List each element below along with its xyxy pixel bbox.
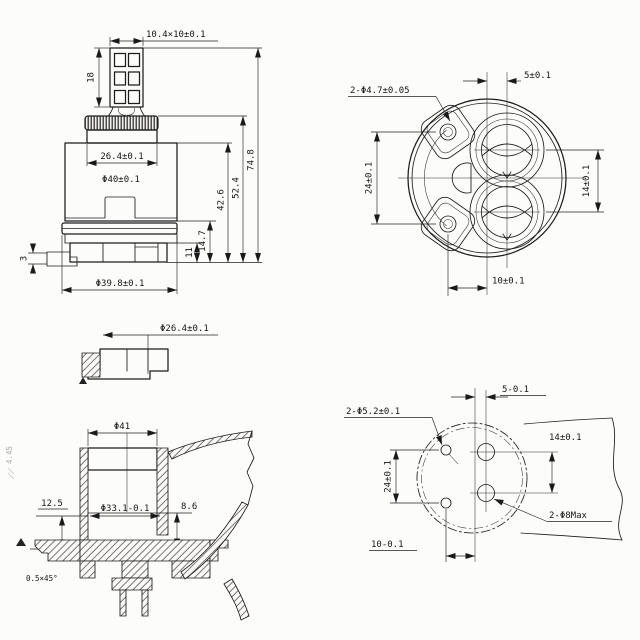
- top-view: 5±0.1 2-Φ4.7±0.05 24±0.1 14±0.1 10±0.1: [348, 71, 604, 296]
- cartridge-body: [64, 142, 178, 222]
- side-note: 4.45: [5, 446, 14, 464]
- body-wall-corner: [223, 578, 250, 621]
- section-arrow: [79, 377, 87, 384]
- dim-port-offset: 5±0.1: [524, 71, 551, 81]
- plate-edge-bottom: [520, 532, 623, 541]
- knurled-cap: [84, 115, 159, 131]
- water-port-lower: [469, 174, 545, 250]
- callout-pin-holes: 2-Φ5.2±0.1: [346, 407, 400, 417]
- screw-boss-upper: [420, 104, 476, 160]
- dim-hole-span: 14±0.1: [549, 433, 582, 443]
- stem-spline-windows: [113, 52, 141, 105]
- base-skirt: [69, 242, 168, 263]
- spigot-base: [111, 577, 153, 591]
- dim-skirt-height: 11: [185, 247, 195, 258]
- dim-seat-diameter: Φ33.1-0.1: [101, 504, 150, 514]
- pin-hole-upper: [440, 444, 452, 456]
- mating-face-outline: [416, 422, 528, 534]
- bore-wall-right: [156, 447, 169, 536]
- dim-chamfer: 0.5×45°: [26, 574, 58, 583]
- surface-mark: [7, 467, 15, 480]
- cartridge-seat-insert: [87, 447, 158, 471]
- dim-screw-hole-offset: 10±0.1: [492, 277, 525, 287]
- plate-break-line: [611, 417, 623, 541]
- water-port-upper: [469, 112, 545, 188]
- housing-foot: [34, 539, 81, 562]
- dim-hole-offset: 5-0.1: [502, 385, 529, 395]
- dim-height-total: 74.8: [247, 149, 257, 171]
- dim-foot-thickness: 3: [20, 256, 30, 261]
- water-hole-lower: [477, 484, 495, 502]
- break-line: [246, 430, 255, 506]
- dim-body-diameter: Φ40±0.1: [102, 175, 140, 185]
- callout-water-holes: 2-Φ8Max: [549, 511, 588, 521]
- callout-screw-holes: 2-Φ4.7±0.05: [350, 86, 410, 96]
- bore-wall-left: [79, 447, 89, 541]
- dim-base-height: 14.7: [198, 230, 208, 252]
- body-wall-upper: [167, 430, 253, 460]
- dim-height-body: 42.6: [217, 189, 227, 211]
- dim-seal-diameter: Φ26.4±0.1: [160, 324, 209, 334]
- dim-cap-width: 26.4±0.1: [100, 152, 143, 162]
- dim-pin-offset: 10-0.1: [371, 540, 404, 550]
- water-hole-upper: [477, 443, 495, 461]
- housing-deck: [79, 539, 211, 562]
- dim-step-height: 8.6: [181, 502, 197, 512]
- dim-depth: 12.5: [41, 499, 63, 509]
- dim-pin-span: 24±0.1: [384, 460, 394, 493]
- dim-port-span: 14±0.1: [582, 165, 592, 198]
- body-inner-step: [64, 196, 178, 219]
- dim-base-diameter: Φ39.8±0.1: [96, 279, 145, 289]
- dim-height-cap: 52.4: [232, 177, 242, 199]
- dim-stem-section: 10.4×10±0.1: [146, 30, 206, 40]
- dim-stem-height: 18: [87, 72, 97, 83]
- bottom-hole-pattern-view: 5-0.1 2-Φ5.2±0.1 24±0.1 14±0.1 2-Φ8Max 1…: [344, 385, 623, 562]
- seal-detail-view: Φ26.4±0.1: [79, 324, 218, 384]
- datum-triangle: [16, 538, 26, 546]
- spigot-leg: [141, 589, 149, 617]
- seal-flange: [81, 352, 101, 378]
- spigot-leg: [119, 589, 127, 617]
- skirt-details: [102, 242, 159, 263]
- section-view: Φ41 Φ33.1-0.1 12.5 8.6: [5, 422, 255, 621]
- base-band: [64, 233, 178, 244]
- pin-hole-lower: [440, 497, 452, 509]
- screw-boss-lower: [420, 196, 476, 252]
- dim-screw-hole-span: 24±0.1: [365, 162, 375, 195]
- plate-edge-top: [523, 417, 613, 425]
- dim-bore-diameter: Φ41: [114, 422, 130, 432]
- side-foot-tab: [46, 251, 78, 267]
- side-elevation-view: 18 10.4×10±0.1 26.4±0.1 Φ40±0.1 Φ39.8±0.…: [20, 30, 262, 294]
- body-wall-lower: [180, 501, 249, 580]
- stem-bore: [451, 162, 472, 194]
- cap-lower: [86, 129, 158, 144]
